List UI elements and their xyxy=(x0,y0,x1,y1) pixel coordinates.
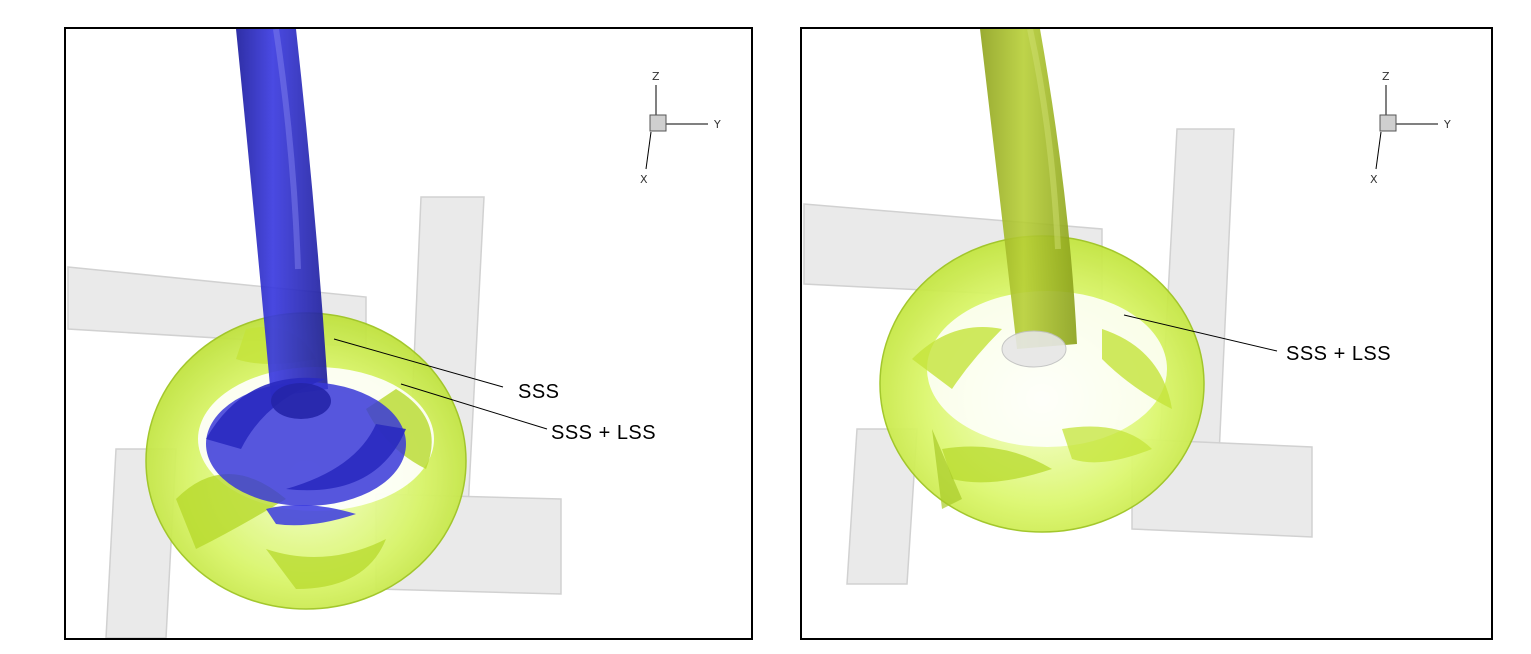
annotation-sss-lss: SSS + LSS xyxy=(551,422,657,444)
leader-lines xyxy=(333,338,548,430)
axis-y-label: Y xyxy=(713,118,721,131)
green-shaft-isosurface xyxy=(980,29,1077,368)
axis-z-label: Z xyxy=(652,70,660,83)
render-panel-left: Z Y X SSS SSS + LSS xyxy=(64,27,753,640)
leader-lines xyxy=(1123,314,1278,352)
blue-isosurface xyxy=(206,29,406,526)
left-3d-scene: Z Y X xyxy=(67,29,721,638)
annotation-sss: SSS xyxy=(518,381,560,403)
right-3d-scene: Z Y X xyxy=(803,29,1451,585)
axis-x-label: X xyxy=(640,173,648,186)
axis-z-label: Z xyxy=(1382,70,1390,83)
render-panel-right: Z Y X SSS + LSS xyxy=(800,27,1493,640)
annotation-sss-lss: SSS + LSS xyxy=(1286,343,1392,365)
axis-x-label: X xyxy=(1370,173,1378,186)
axis-y-label: Y xyxy=(1443,118,1451,131)
axis-triad-icon: Z Y X xyxy=(640,70,721,186)
axis-triad-icon: Z Y X xyxy=(1370,70,1451,186)
